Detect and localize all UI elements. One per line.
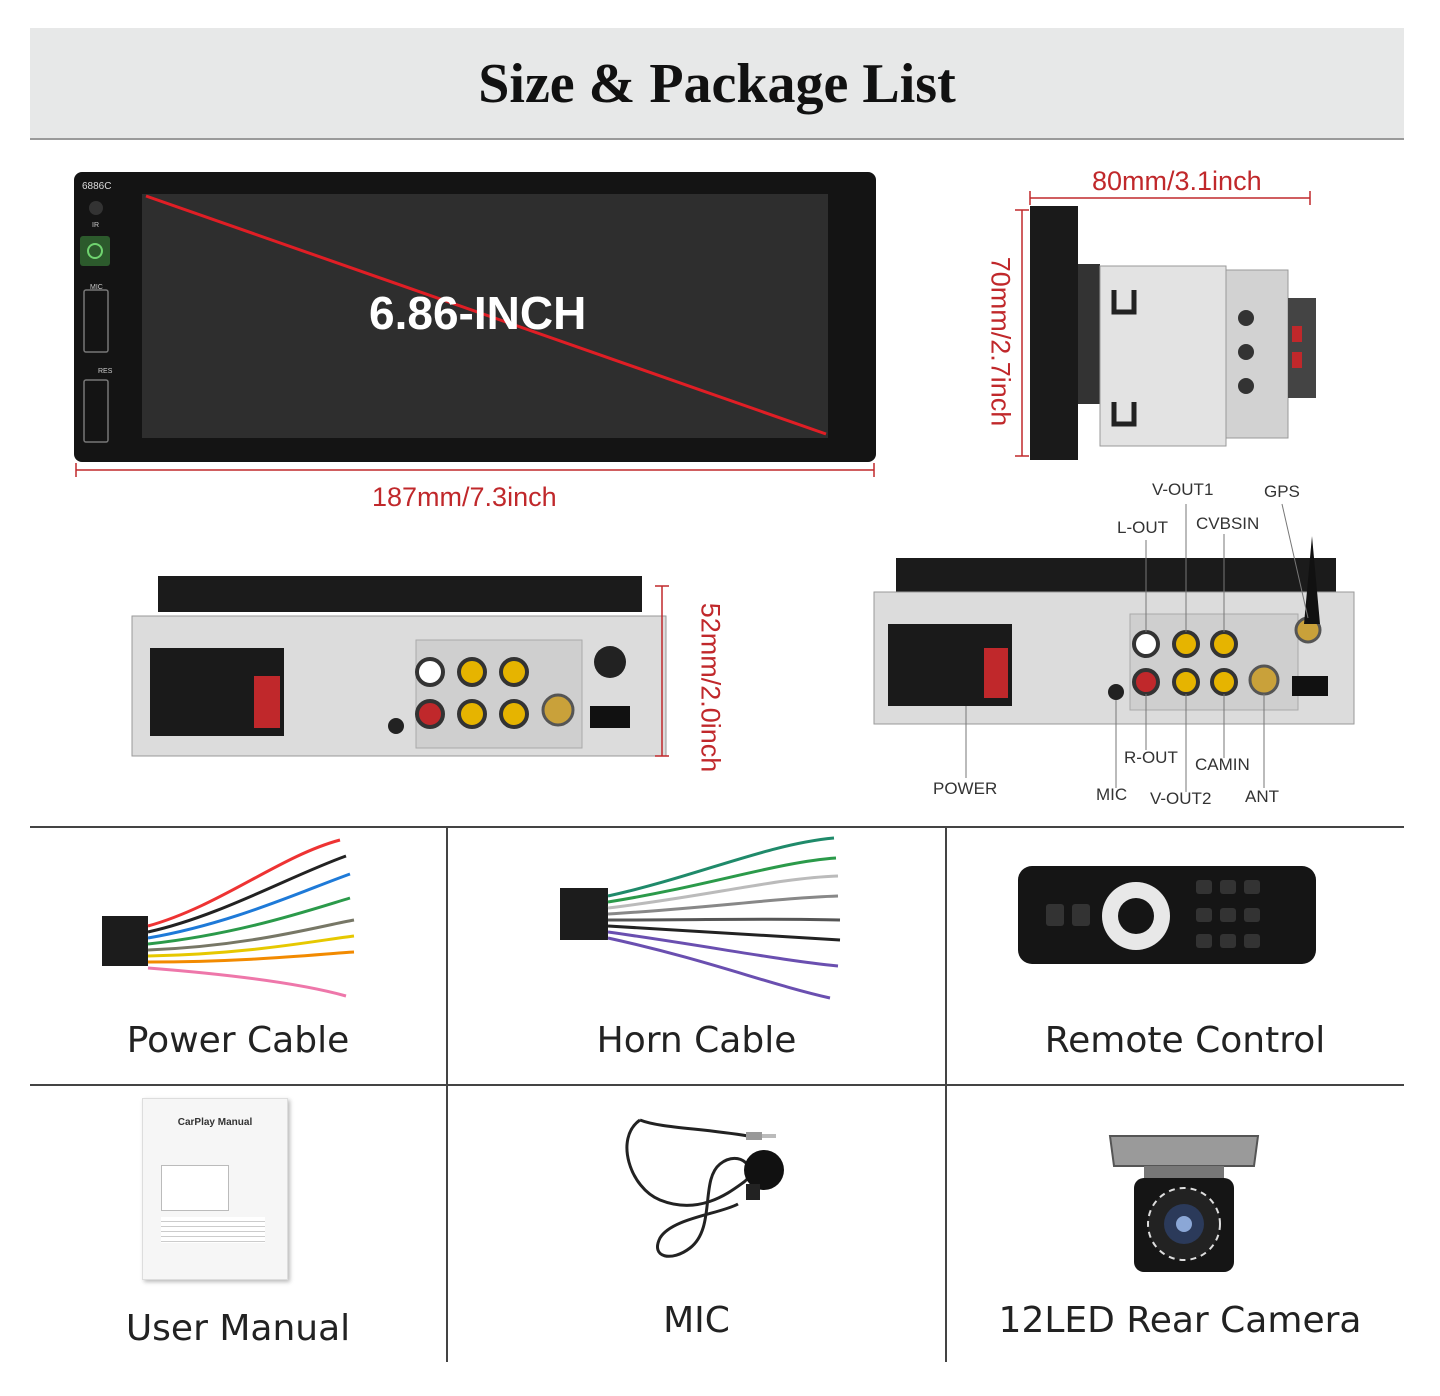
model-label: 6886C xyxy=(82,181,112,192)
manual-title: CarPlay Manual xyxy=(177,1117,253,1128)
rear-camera-icon xyxy=(1108,1135,1260,1272)
page-title: Size & Package List xyxy=(478,53,956,115)
mic-label: MIC xyxy=(90,284,103,291)
screen-size-label: 6.86-INCH xyxy=(369,287,587,339)
side-height-dimension: 70mm/2.7inch xyxy=(985,256,1016,427)
header-banner: Size & Package List xyxy=(30,28,1404,140)
head-unit-rear-image-left xyxy=(131,576,667,757)
user-manual-icon: CarPlay Manual xyxy=(142,1098,288,1280)
package-label-remote-control: Remote Control xyxy=(1044,1020,1326,1061)
horn-cable-icon xyxy=(560,836,841,1000)
side-height-dimension-line xyxy=(1015,209,1029,457)
port-label-r-out: R-OUT xyxy=(1124,748,1178,767)
port-label-camin: CAMIN xyxy=(1195,755,1250,774)
port-label-cvbsin: CVBSIN xyxy=(1196,514,1260,533)
package-label-user-manual: User Manual xyxy=(125,1308,351,1349)
grid-divider xyxy=(30,826,1404,828)
port-label-mic: MIC xyxy=(1096,785,1128,804)
package-label-mic: MIC xyxy=(663,1300,730,1341)
front-width-dimension-line xyxy=(75,463,875,477)
grid-divider xyxy=(446,828,448,1362)
head-unit-front-image xyxy=(74,172,876,462)
side-depth-dimension: 80mm/3.1inch xyxy=(1092,166,1262,196)
port-label-gps: GPS xyxy=(1264,482,1300,501)
port-label-v-out2: V-OUT2 xyxy=(1150,789,1212,808)
res-label: RES xyxy=(98,368,113,375)
rear-height-dimension-line xyxy=(655,585,669,757)
grid-divider xyxy=(30,1084,1404,1086)
grid-divider xyxy=(945,828,947,1362)
port-label-power: POWER xyxy=(933,779,998,798)
manual-text-block xyxy=(161,1217,265,1243)
manual-diagram xyxy=(161,1165,229,1211)
package-label-horn-cable: Horn Cable xyxy=(596,1020,797,1061)
package-label-rear-camera: 12LED Rear Camera xyxy=(998,1300,1362,1341)
side-depth-dimension-line xyxy=(1029,191,1311,205)
front-view: 6886C IR MIC RES 6.86-INCH xyxy=(74,170,878,470)
package-label-power-cable: Power Cable xyxy=(126,1020,350,1061)
microphone-icon xyxy=(625,1118,784,1258)
ir-label: IR xyxy=(92,222,99,229)
port-label-ant: ANT xyxy=(1245,787,1279,806)
port-label-v-out1: V-OUT1 xyxy=(1152,480,1214,499)
rear-height-dimension: 52mm/2.0inch xyxy=(695,602,726,773)
power-cable-icon xyxy=(102,838,355,998)
head-unit-rear-image-right xyxy=(873,503,1355,792)
remote-control-icon xyxy=(1018,866,1316,964)
head-unit-side-image xyxy=(1030,206,1316,460)
front-width-dimension: 187mm/7.3inch xyxy=(372,482,557,512)
port-label-l-out: L-OUT xyxy=(1117,518,1168,537)
